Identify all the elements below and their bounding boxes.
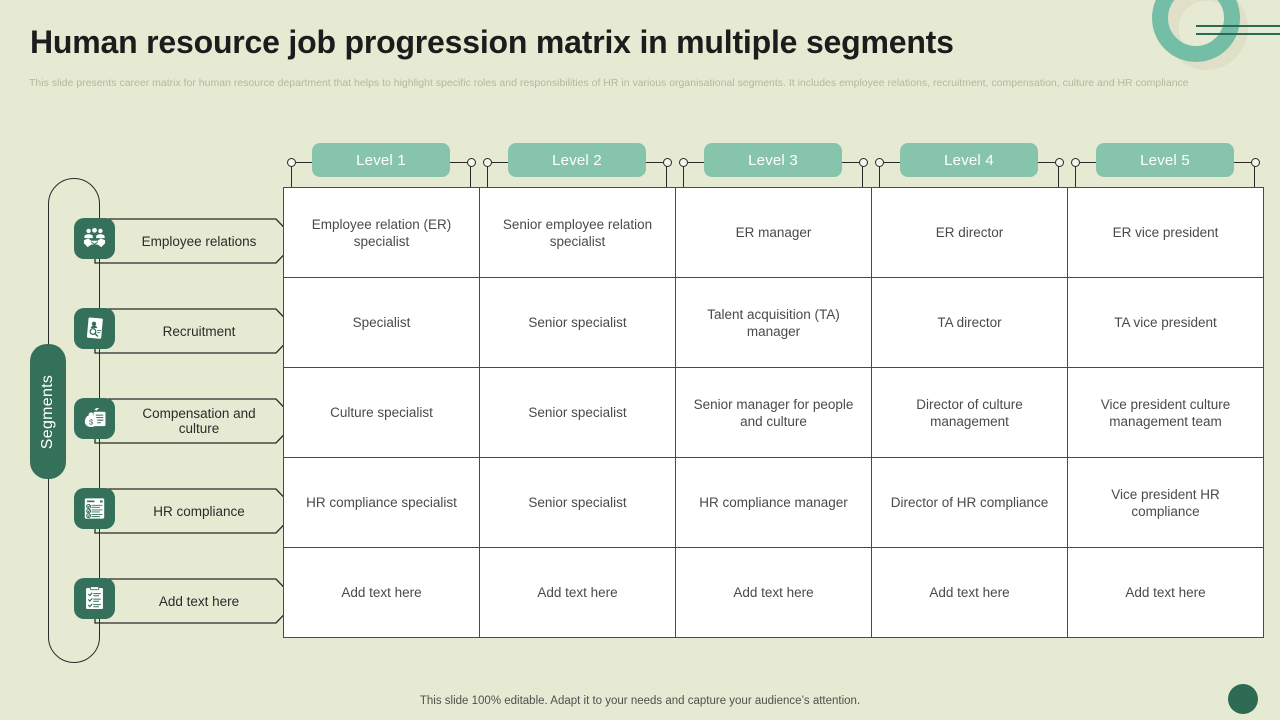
level-connector-dot-5-left (1070, 158, 1080, 167)
footer-note: This slide 100% editable. Adapt it to yo… (419, 695, 861, 707)
level-connector-dot-1-right (466, 158, 476, 167)
matrix-cell[interactable]: HR compliance manager (675, 457, 872, 548)
page-title: Human resource job progression matrix in… (30, 24, 954, 60)
decorative-line-bottom (1196, 33, 1280, 35)
segments-axis-label-text: Segments (39, 374, 56, 449)
level-connector-dot-2-left (482, 158, 492, 167)
level-connector-dot-4-left (874, 158, 884, 167)
segment-label-1: Employee relations (141, 233, 257, 249)
matrix-cell[interactable]: Senior specialist (479, 277, 676, 368)
matrix-cell[interactable]: ER vice president (1067, 187, 1264, 278)
matrix-cell[interactable]: ER director (871, 187, 1068, 278)
matrix-cell[interactable]: TA vice president (1067, 277, 1264, 368)
level-connector-dot-4-right (1054, 158, 1064, 167)
level-connector-dot-5-right (1250, 158, 1260, 167)
level-header-1[interactable]: Level 1 (312, 143, 450, 177)
checklist-document-icon (74, 488, 115, 529)
level-header-4[interactable]: Level 4 (900, 143, 1038, 177)
matrix-cell[interactable]: Senior specialist (479, 457, 676, 548)
matrix-cell[interactable]: ER manager (675, 187, 872, 278)
team-handshake-icon (74, 218, 115, 259)
matrix-cell[interactable]: Add text here (675, 547, 872, 638)
decorative-dot (1228, 684, 1258, 714)
matrix-cell[interactable]: Vice president culture management team (1067, 367, 1264, 458)
matrix-cell[interactable]: Senior specialist (479, 367, 676, 458)
matrix-cell[interactable]: Talent acquisition (TA) manager (675, 277, 872, 368)
matrix-cell[interactable]: Add text here (283, 547, 480, 638)
decorative-line-top (1196, 25, 1280, 27)
segment-label-3: Compensation and culture (142, 406, 256, 436)
money-bag-document-icon: $ (74, 398, 115, 439)
level-connector-dot-1-left (286, 158, 296, 167)
matrix-cell[interactable]: Director of HR compliance (871, 457, 1068, 548)
matrix-cell[interactable]: Add text here (479, 547, 676, 638)
level-header-2[interactable]: Level 2 (508, 143, 646, 177)
segment-label-2: Recruitment (162, 323, 236, 339)
page-subtitle: This slide presents career matrix for hu… (29, 77, 1189, 89)
resume-search-icon (74, 308, 115, 349)
level-header-5[interactable]: Level 5 (1096, 143, 1234, 177)
segment-label-4: HR compliance (153, 503, 245, 519)
matrix-cell[interactable]: Senior employee relation specialist (479, 187, 676, 278)
matrix-cell[interactable]: TA director (871, 277, 1068, 368)
matrix-cell[interactable]: Culture specialist (283, 367, 480, 458)
level-connector-dot-3-right (858, 158, 868, 167)
matrix-cell[interactable]: Senior manager for people and culture (675, 367, 872, 458)
matrix-cell[interactable]: Director of culture management (871, 367, 1068, 458)
matrix-cell[interactable]: Specialist (283, 277, 480, 368)
svg-text:$: $ (89, 417, 94, 426)
level-header-3[interactable]: Level 3 (704, 143, 842, 177)
segments-axis-label: Segments (30, 344, 66, 479)
matrix-cell[interactable]: HR compliance specialist (283, 457, 480, 548)
matrix-cell[interactable]: Add text here (871, 547, 1068, 638)
clipboard-checklist-icon (74, 578, 115, 619)
level-connector-dot-2-right (662, 158, 672, 167)
matrix-cell[interactable]: Add text here (1067, 547, 1264, 638)
matrix-cell[interactable]: Employee relation (ER) specialist (283, 187, 480, 278)
matrix-cell[interactable]: Vice president HR compliance (1067, 457, 1264, 548)
level-connector-dot-3-left (678, 158, 688, 167)
segment-label-5: Add text here (158, 593, 240, 609)
